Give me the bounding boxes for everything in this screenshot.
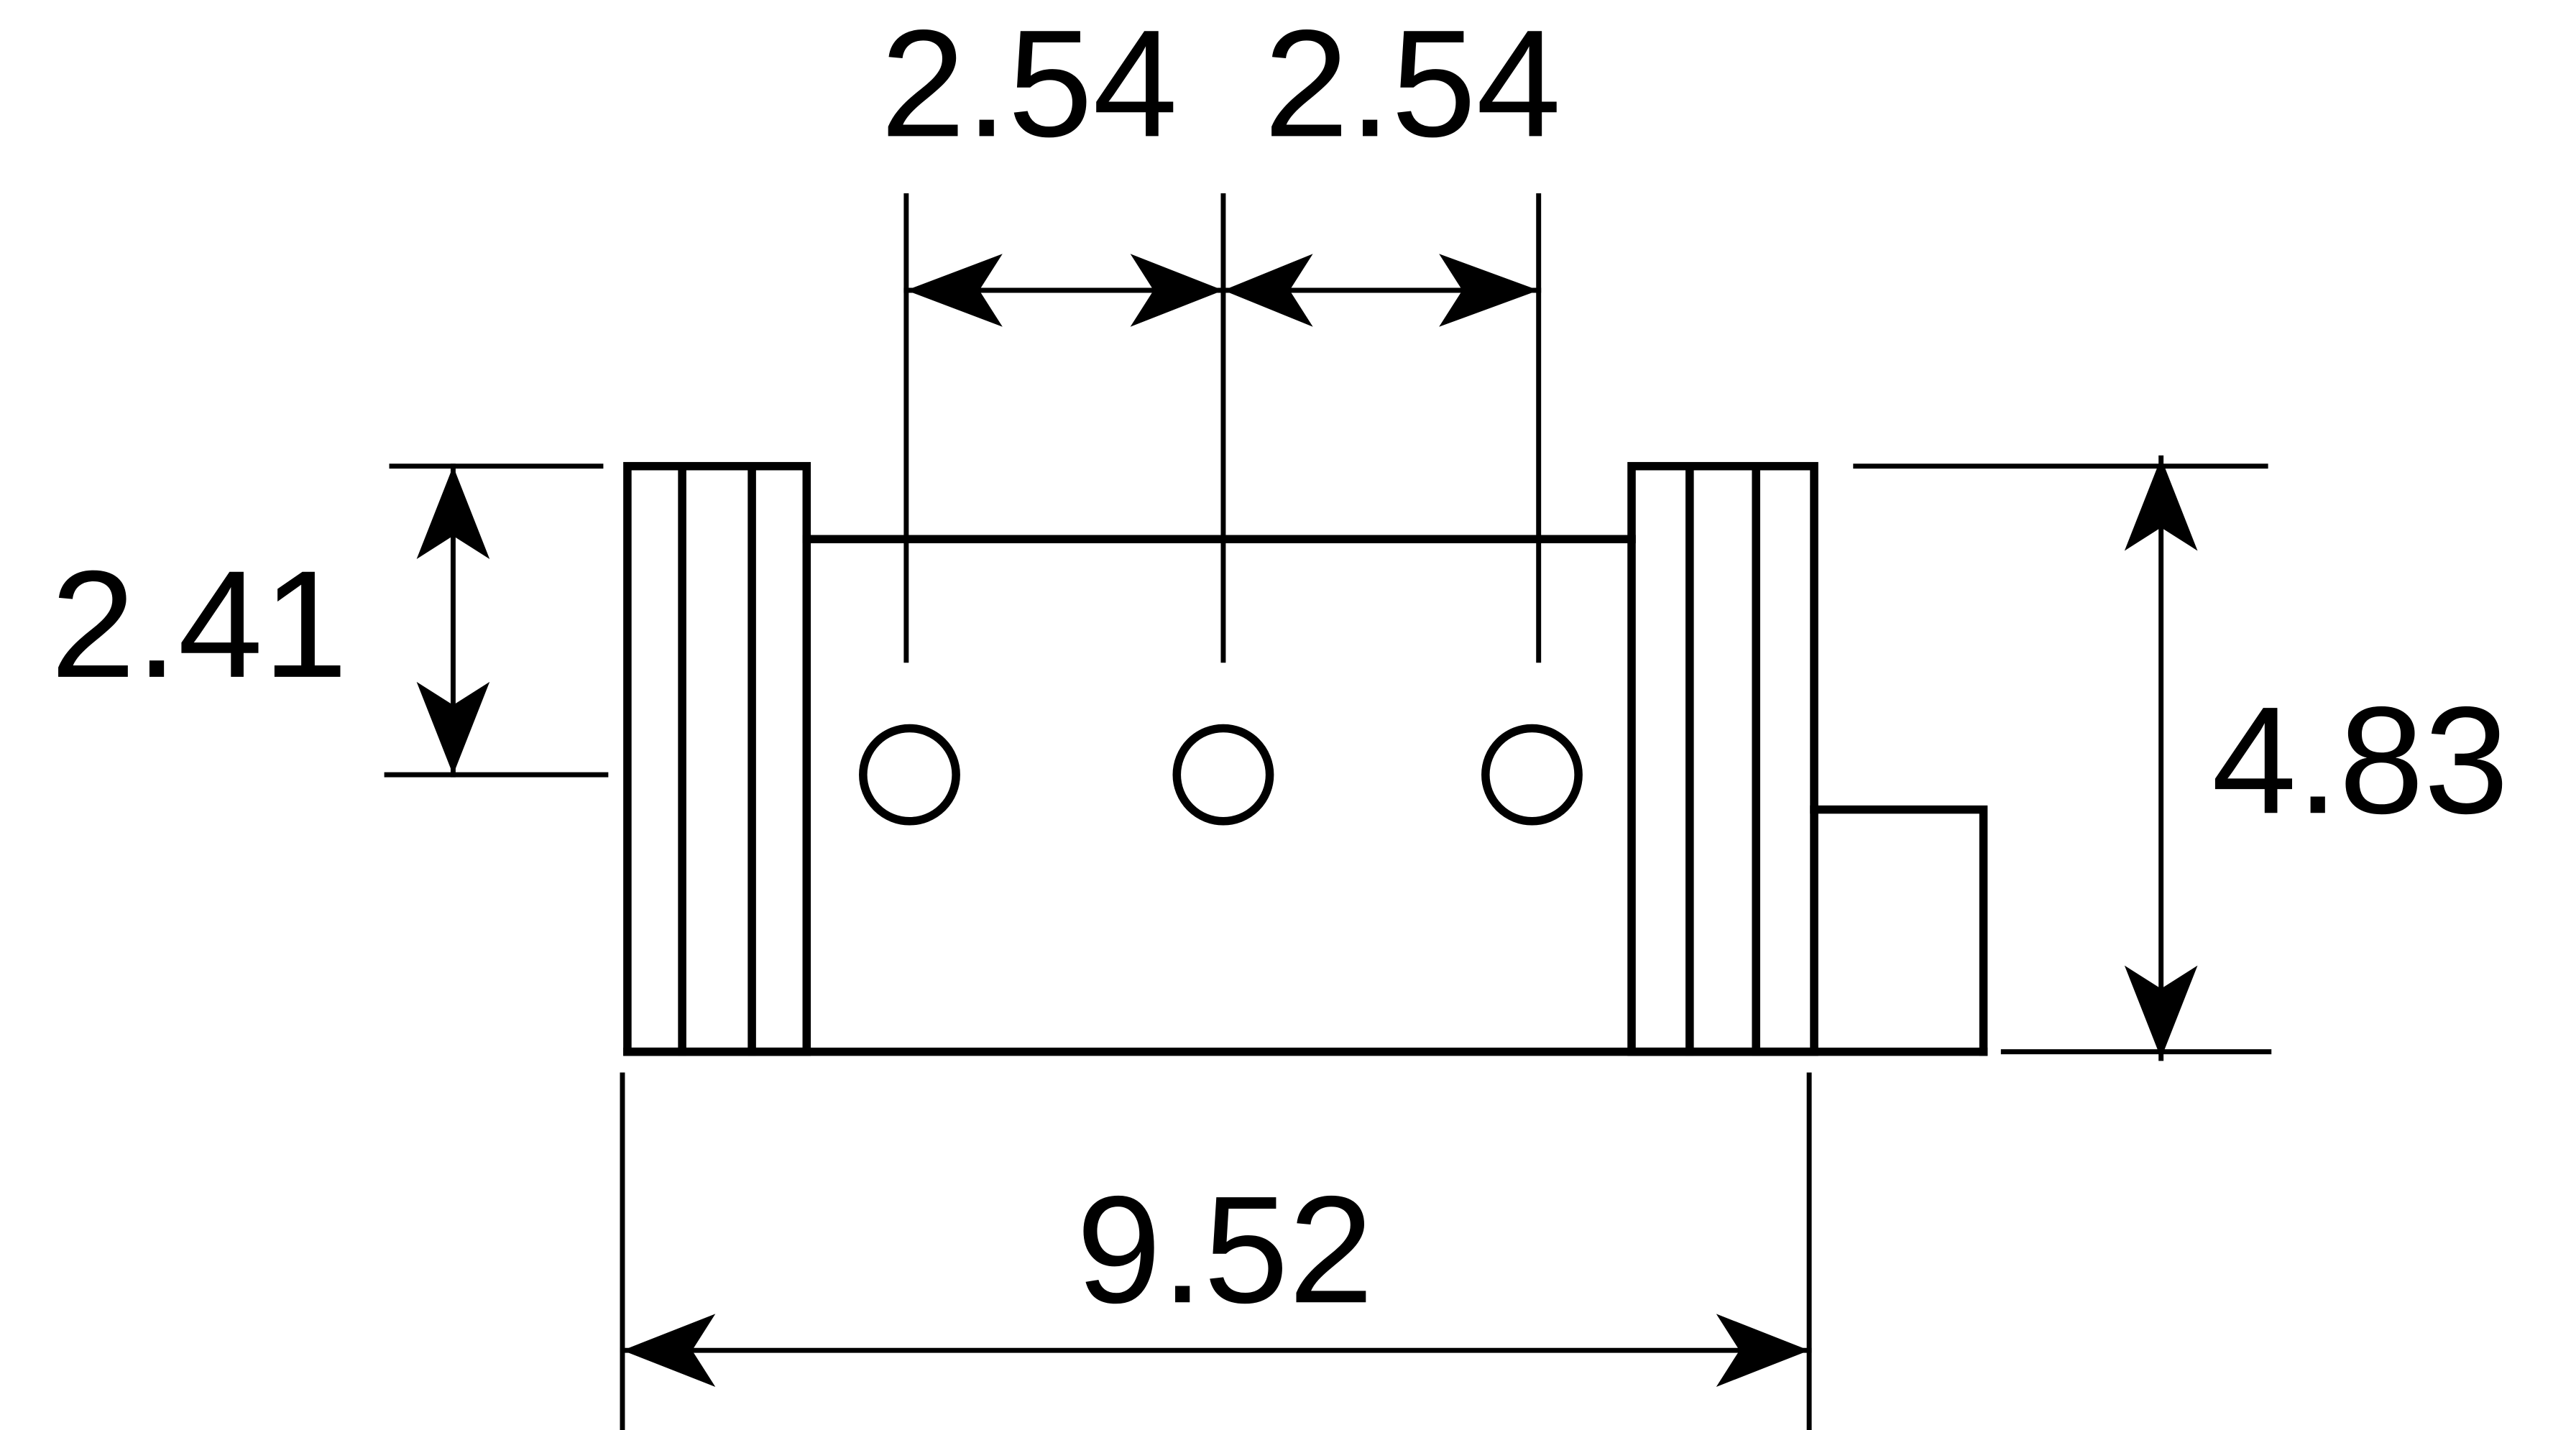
left-flange — [623, 461, 811, 1056]
body-width-label: 9.52 — [1077, 1165, 1374, 1335]
pin-height-arrow-top — [416, 466, 490, 559]
body-height-arrow-top — [2124, 458, 2198, 551]
pitch-label-2: 2.54 — [1264, 0, 1560, 169]
right-flange — [1627, 461, 1818, 1056]
component-body — [623, 461, 1988, 1056]
pin-hole-1 — [859, 724, 960, 826]
pin-hole-3 — [1481, 724, 1583, 826]
pitch-arrow-1-right — [1130, 254, 1223, 327]
pitch-arrow-1-left — [906, 254, 1003, 327]
pitch-arrow-2-right — [1439, 254, 1539, 327]
body-width-arrow-left — [622, 1314, 716, 1387]
right-tab — [1810, 805, 1988, 1056]
pitch-arrow-2-left — [1223, 254, 1313, 327]
pin-height-dimension: 2.41 — [50, 463, 609, 778]
pitch-label-1: 2.54 — [880, 0, 1177, 169]
body-height-label: 4.83 — [2212, 675, 2508, 846]
body-width-arrow-right — [1716, 1314, 1810, 1387]
pin-height-label: 2.41 — [50, 540, 347, 710]
pitch-dimension: 2.54 2.54 — [880, 0, 1561, 663]
body-height-dimension: 4.83 — [1853, 455, 2509, 1061]
pin-hole-2 — [1172, 724, 1274, 826]
body-height-arrow-bottom — [2124, 965, 2198, 1058]
pin-height-arrow-bottom — [416, 681, 490, 775]
body-width-dimension: 9.52 — [620, 1072, 1812, 1430]
